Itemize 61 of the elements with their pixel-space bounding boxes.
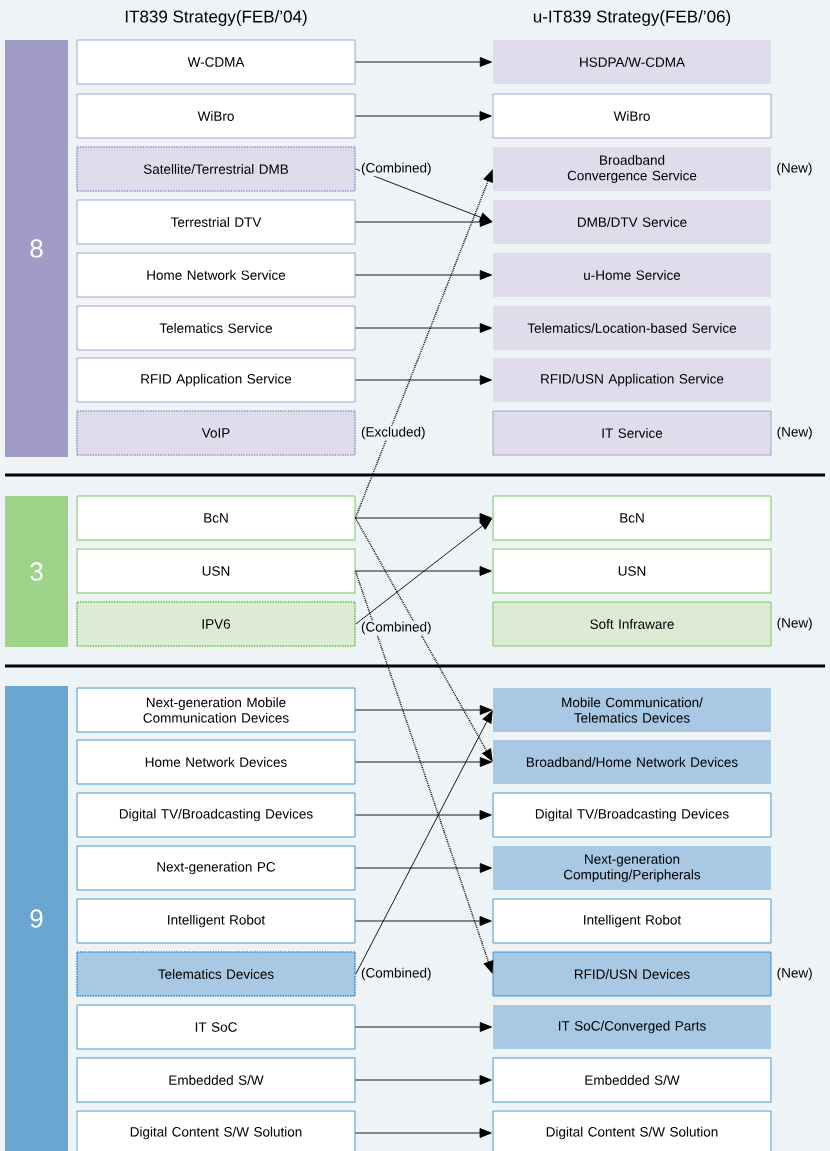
arrow (355, 566, 492, 576)
strategy-box: DMB/DTV Service (493, 200, 771, 244)
strategy-box: Mobile Communication/ Telematics Devices (493, 688, 771, 732)
strategy-box: Intelligent Robot (76, 898, 356, 944)
strategy-box: Home Network Devices (76, 739, 356, 785)
strategy-box: Next-generation Mobile Communication Devices (76, 687, 356, 733)
strategy-box: Telematics Devices (76, 951, 356, 997)
strategy-box: W-CDMA (76, 39, 356, 85)
section-band: 3 (5, 496, 68, 647)
strategy-box: BcN (76, 495, 356, 541)
strategy-box: USN (76, 548, 356, 594)
section-band: 8 (5, 40, 68, 457)
arrow (355, 705, 492, 715)
strategy-box: HSDPA/W-CDMA (493, 40, 771, 84)
strategy-box: Next-generation Computing/Peripherals (493, 846, 771, 890)
arrow (355, 518, 492, 625)
strategy-box: WiBro (492, 93, 772, 139)
arrow (355, 810, 492, 820)
strategy-box: RFID Application Service (76, 357, 356, 403)
arrow (355, 513, 492, 523)
strategy-box: Intelligent Robot (492, 898, 772, 944)
arrow (355, 1075, 492, 1085)
arrow (355, 757, 492, 767)
arrow (355, 1128, 492, 1138)
arrow (355, 863, 492, 873)
strategy-box: Satellite/Terrestrial DMB (76, 146, 356, 192)
strategy-box: Home Network Service (76, 252, 356, 298)
arrow (355, 916, 492, 926)
arrow (355, 1022, 492, 1032)
arrow (355, 375, 492, 385)
strategy-box: Digital TV/Broadcasting Devices (76, 792, 356, 838)
strategy-box: IT SoC/Converged Parts (493, 1005, 771, 1049)
strategy-box: WiBro (76, 93, 356, 139)
arrow (355, 710, 493, 975)
strategy-box: Broadband/Home Network Devices (493, 740, 771, 784)
strategy-box: RFID/USN Devices (492, 951, 772, 997)
strategy-box: Next-generation PC (76, 845, 356, 891)
strategy-box: Digital TV/Broadcasting Devices (492, 792, 772, 838)
strategy-box: IPV6 (76, 601, 356, 647)
strategy-box: VoIP (76, 410, 356, 456)
strategy-box: Telematics/Location-based Service (493, 306, 771, 350)
strategy-box: Embedded S/W (492, 1057, 772, 1103)
strategy-box: IT Service (492, 410, 772, 456)
strategy-box: USN (492, 548, 772, 594)
strategy-box: RFID/USN Application Service (493, 358, 771, 402)
arrow (355, 111, 492, 121)
arrow (355, 217, 492, 227)
strategy-box: u-Home Service (493, 253, 771, 297)
strategy-box: Digital Content S/W Solution (492, 1110, 772, 1151)
arrow (355, 323, 492, 333)
strategy-box: IT SoC (76, 1004, 356, 1050)
strategy-box: Terrestrial DTV (76, 199, 356, 245)
strategy-box: Broadband Convergence Service (493, 147, 771, 191)
section-band: 9 (5, 686, 68, 1151)
arrow (355, 270, 492, 280)
strategy-box: Embedded S/W (76, 1057, 356, 1103)
strategy-box: BcN (492, 495, 772, 541)
strategy-box: Digital Content S/W Solution (76, 1110, 356, 1151)
strategy-box: Telematics Service (76, 305, 356, 351)
arrow (355, 57, 492, 67)
strategy-box: Soft Infraware (492, 601, 772, 647)
